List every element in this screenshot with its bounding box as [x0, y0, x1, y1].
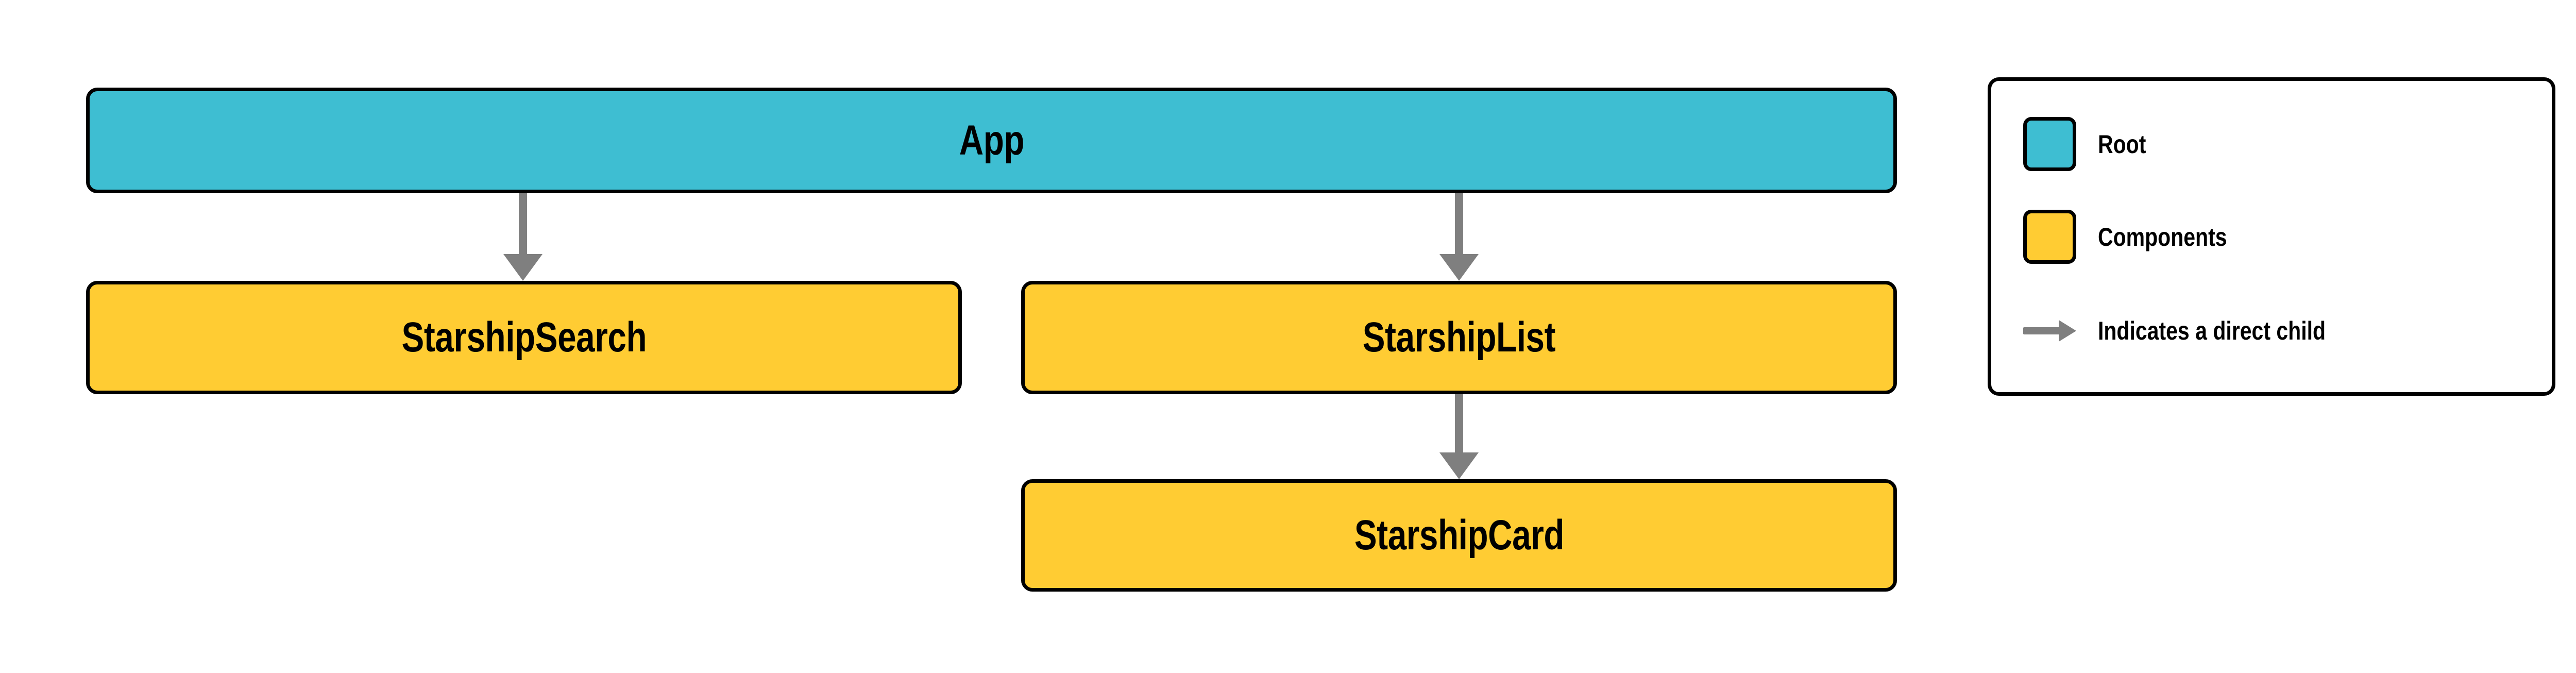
- arrow-right-icon: [2023, 319, 2076, 342]
- legend-item-root: Root: [2023, 117, 2157, 171]
- node-starship-list-label: StarshipList: [1362, 314, 1556, 361]
- legend-item-components: Components: [2023, 210, 2256, 264]
- legend-item-direct-child: Indicates a direct child: [2023, 304, 2376, 358]
- node-starship-search-label: StarshipSearch: [401, 314, 647, 361]
- node-app-label: App: [959, 116, 1024, 164]
- edge-app-to-starship-search: [487, 193, 559, 281]
- arrow-right-head: [2059, 319, 2076, 342]
- edge-starship-list-to-starship-card: [1423, 394, 1495, 479]
- arrow-down-icon: [503, 254, 543, 281]
- legend-item-root-label: Root: [2098, 129, 2146, 159]
- legend-item-direct-child-label: Indicates a direct child: [2098, 316, 2326, 345]
- arrow-right-shaft: [2023, 327, 2061, 334]
- node-starship-card-label: StarshipCard: [1354, 512, 1564, 559]
- edge-app-to-starship-list: [1423, 193, 1495, 281]
- node-starship-search[interactable]: StarshipSearch: [86, 281, 962, 394]
- arrow-shaft: [519, 193, 527, 254]
- node-starship-card[interactable]: StarshipCard: [1021, 479, 1897, 592]
- arrow-down-icon: [1439, 452, 1479, 479]
- arrow-shaft: [1455, 193, 1463, 254]
- node-starship-list[interactable]: StarshipList: [1021, 281, 1897, 394]
- color-swatch-yellow-icon: [2023, 210, 2076, 264]
- color-swatch-cyan-icon: [2023, 117, 2076, 171]
- arrow-shaft: [1455, 394, 1463, 452]
- node-app[interactable]: App: [86, 88, 1897, 193]
- arrow-down-icon: [1439, 254, 1479, 281]
- legend-item-components-label: Components: [2098, 222, 2227, 251]
- legend-panel: Root Components Indicates a direct child: [1988, 77, 2555, 396]
